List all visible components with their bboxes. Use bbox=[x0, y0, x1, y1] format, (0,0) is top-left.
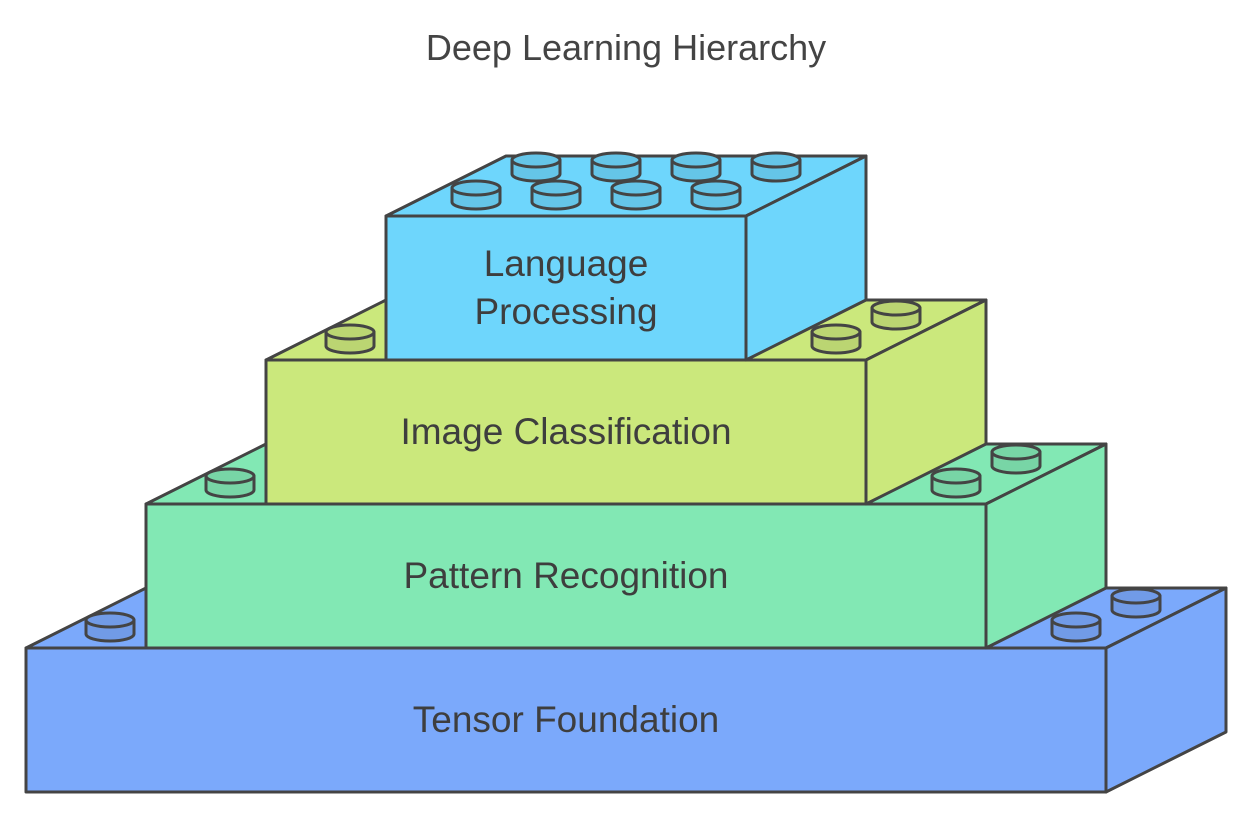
layer-language-stud-1 bbox=[510, 151, 562, 183]
layer-tensor-stud-3 bbox=[1110, 587, 1162, 619]
layer-language-stud-3 bbox=[670, 151, 722, 183]
layer-language-stud-5 bbox=[450, 179, 502, 211]
layer-pattern-stud-3 bbox=[990, 443, 1042, 475]
layer-pattern-front bbox=[144, 502, 988, 650]
layer-image-stud-3 bbox=[870, 299, 922, 331]
layer-pattern-stud-2 bbox=[930, 467, 982, 499]
layer-image-front bbox=[264, 358, 868, 506]
layer-language-stud-4 bbox=[750, 151, 802, 183]
layer-language-stud-2 bbox=[590, 151, 642, 183]
layer-tensor-label: Tensor Foundation bbox=[413, 699, 719, 740]
layer-image-stud-1 bbox=[324, 323, 376, 355]
layer-pattern-stud-1 bbox=[204, 467, 256, 499]
layer-image-label: Image Classification bbox=[400, 411, 731, 452]
layer-language-label-line-2: Processing bbox=[474, 291, 657, 332]
layer-pattern-label: Pattern Recognition bbox=[404, 555, 729, 596]
layer-language-stud-7 bbox=[610, 179, 662, 211]
layer-tensor-stud-1 bbox=[84, 611, 136, 643]
layer-language-stud-8 bbox=[690, 179, 742, 211]
layer-image-stud-2 bbox=[810, 323, 862, 355]
diagram-title: Deep Learning Hierarchy bbox=[426, 27, 826, 68]
layer-language-stud-6 bbox=[530, 179, 582, 211]
layer-language-front bbox=[384, 214, 748, 362]
layer-tensor-stud-2 bbox=[1050, 611, 1102, 643]
layer-language-label-line-1: Language bbox=[484, 243, 649, 284]
